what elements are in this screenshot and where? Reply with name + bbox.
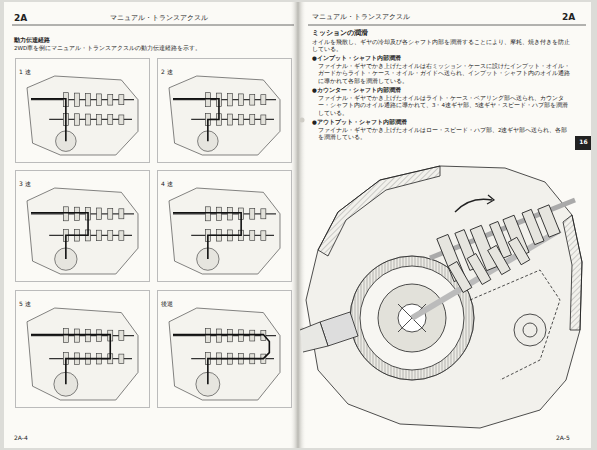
page-text: 2A [14,12,44,24]
page-text: ファイナル・ギヤでかき上げたオイルはライト・ケース・ベアリング部へ送られ、カウン… [318,95,574,117]
right-page [298,2,591,448]
oil-flow-arrow [455,199,492,212]
panel-label: 2 速 [158,66,176,79]
page-text: オイルを飛散し、ギヤの冷却及び各シャフト内部を潤滑することにより、摩耗、焼き付き… [312,39,574,54]
page-text: ミッションの潤滑 [312,29,462,38]
housing-section [318,166,440,256]
page-text: ファイナル・ギヤでかき上げたオイルはロー・スピード・ハブ部、2速ギヤ部へ送られ、… [318,127,568,142]
pages [4,2,591,448]
page-text: ファイナル・ギヤでかき上げたオイルは右ミッション・ケースに設けたインプット・オイ… [318,63,574,85]
page-text: 2A [562,11,588,23]
page-number: 2A-5 [556,434,588,442]
figure-panel: 2 速 [157,58,292,163]
figure-panel: 1 速 [15,58,150,163]
panel-label: 1 速 [16,66,34,79]
power-flow-figure [27,188,138,274]
gutter-shadow [290,2,306,448]
bearing [514,314,546,346]
figure-panel: 後退 [157,290,292,408]
panel-label: 4 速 [158,178,176,191]
page-text: ●カウンター・シャフト内部潤滑 [312,87,512,94]
binding-hole [300,118,305,123]
page-text: マニュアル・トランスアクスル [110,14,260,23]
header-rule [12,25,294,26]
case-rib [470,270,560,380]
power-flow-figures [27,76,280,400]
figure-panel: 3 速 [15,170,150,282]
panel-label: 5 速 [16,298,34,311]
page-text: ●アウトプット・シャフト内部潤滑 [312,119,512,126]
housing [306,166,582,428]
housing-section [563,215,582,330]
page-text: 2WD車を例にマニュアル・トランスアクスルの動力伝達経路を示す。 [14,45,284,52]
power-flow-figure [27,308,138,400]
figure-panel: 4 速 [157,170,292,282]
page-number: 2A-4 [14,434,54,442]
page-text: マニュアル・トランスアクスル [312,13,462,22]
figure-panel: 5 速 [15,290,150,408]
power-flow-figure [169,308,280,400]
power-flow-figure [169,188,280,274]
page-text: ●インプット・シャフト内部潤滑 [312,55,512,62]
gear-stack [437,205,560,293]
power-flow-figure [169,76,280,155]
left-page [4,2,299,448]
transaxle-cutaway [300,166,582,428]
page-text: 動力伝達経路 [14,36,134,44]
power-flow-figure [27,76,138,155]
panel-label: 3 速 [16,178,34,191]
tab-number: 16 [577,138,590,146]
index-tab [575,136,591,150]
header-rule [308,25,586,26]
panel-label: 後退 [158,298,176,311]
